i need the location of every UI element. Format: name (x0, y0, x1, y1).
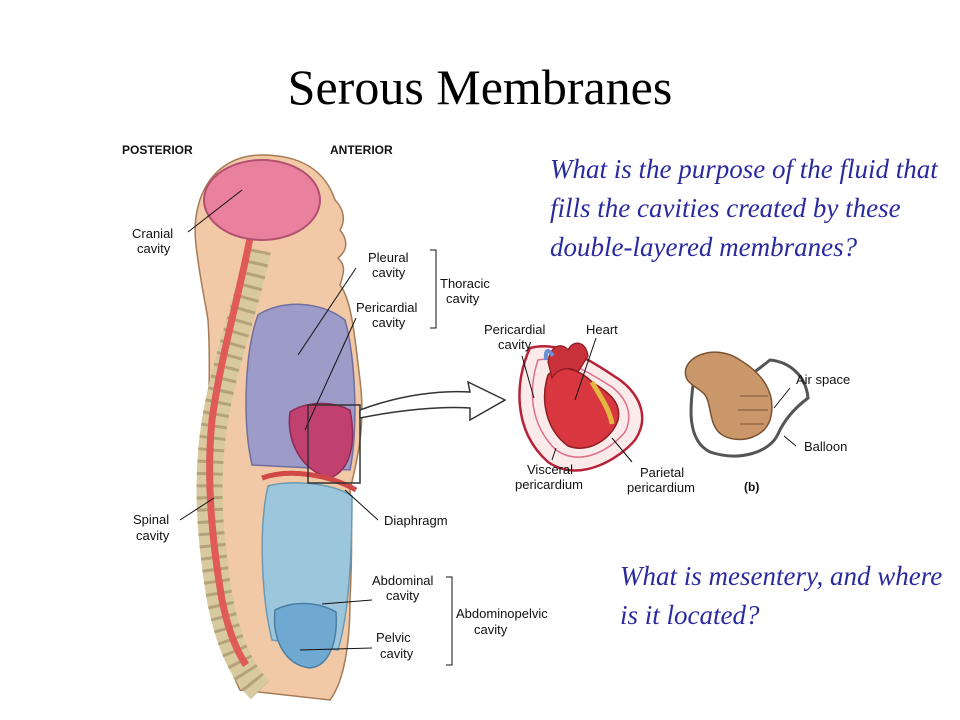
heart-shape (543, 367, 620, 449)
magnify-connector (307, 380, 507, 484)
question-mesentery: What is mesentery, and where is it locat… (620, 561, 943, 630)
abdominopelvic-label-1: Abdominopelvic (456, 606, 548, 621)
spinal-label-2: cavity (136, 528, 170, 543)
parietal-label-2: pericardium (627, 480, 695, 495)
air-space-label: Air space (796, 372, 850, 387)
pericardial-cavity-b-label-2: cavity (498, 337, 532, 352)
cranial-label-2: cavity (137, 241, 171, 256)
posterior-label: POSTERIOR (122, 143, 193, 157)
body-figure: POSTERIOR ANTERIOR Cranial cavity Pleura… (122, 143, 548, 701)
spinal-label-1: Spinal (133, 512, 169, 527)
pleural-label-1: Pleural (368, 250, 409, 265)
diaphragm (261, 470, 358, 493)
abdominal-label-2: cavity (386, 588, 420, 603)
pericardial-cavity (288, 402, 354, 479)
cranial-cavity (203, 159, 321, 241)
part-b-label: (b) (744, 480, 759, 494)
pericardial-cavity-b-label-1: Pericardial (484, 322, 546, 337)
cranial-label-1: Cranial (132, 226, 173, 241)
pelvic-label-2: cavity (380, 646, 414, 661)
balloon-analogy: Air space Balloon (b) (684, 351, 850, 494)
pelvic-label-1: Pelvic (376, 630, 411, 645)
heart-label: Heart (586, 322, 618, 337)
thoracic-label-1: Thoracic (440, 276, 490, 291)
pleural-label-2: cavity (372, 265, 406, 280)
diaphragm-label: Diaphragm (384, 513, 448, 528)
heart-inset: Pericardial cavity Heart Visceral perica… (484, 322, 695, 495)
fist (684, 351, 773, 441)
abdominopelvic-label-2: cavity (474, 622, 508, 637)
parietal-label-1: Parietal (640, 465, 684, 480)
visceral-label-2: pericardium (515, 477, 583, 492)
slide-title: Serous Membranes (287, 59, 673, 115)
visceral-label-1: Visceral (527, 462, 573, 477)
visceral-pericardium (531, 358, 630, 458)
anterior-label: ANTERIOR (330, 143, 393, 157)
spinal-cavity (206, 237, 254, 667)
balloon-label: Balloon (804, 439, 847, 454)
heart-vessels (547, 342, 589, 380)
pericardial-label-1: Pericardial (356, 300, 418, 315)
abdominal-label-1: Abdominal (372, 573, 434, 588)
thoracic-label-2: cavity (446, 291, 480, 306)
pericardial-label-2: cavity (372, 315, 406, 330)
question-fluid-purpose: What is the purpose of the fluid that fi… (550, 154, 938, 262)
pelvic-cavity (273, 602, 338, 669)
